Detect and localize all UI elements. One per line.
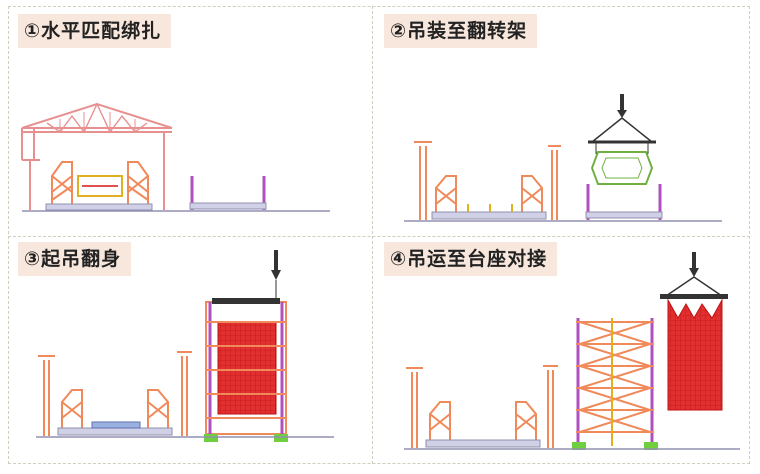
pedestal: [432, 212, 546, 219]
step-1-label: ①水平匹配绑扎: [18, 14, 171, 48]
panel-4-transport-and-dock: [404, 252, 740, 450]
rebar-cage-lifted: [592, 152, 652, 184]
turnover-frame-right: [516, 402, 536, 446]
rebar-cage-hanging: [668, 300, 722, 410]
column-right: [543, 366, 558, 448]
step-2-label: ②吊装至翻转架: [384, 14, 537, 48]
column-left: [414, 142, 432, 220]
pedestal: [46, 204, 152, 210]
column-left: [38, 356, 55, 436]
docking-tower: [572, 318, 658, 450]
turnover-frame-left: [62, 390, 82, 434]
turnover-frame-left: [430, 402, 450, 446]
crane-hook: [660, 252, 728, 299]
turnover-frame-right: [128, 162, 148, 208]
column-right: [177, 352, 192, 436]
turning-tower: [204, 298, 288, 442]
panel-2-lift-to-turnover: [404, 94, 722, 221]
rebar-cage-horizontal: [78, 176, 122, 196]
panel-3-lift-and-turn: [36, 250, 334, 442]
crane-hook: [588, 94, 656, 154]
turnover-frame-right: [148, 390, 168, 434]
stand-with-posts: [586, 184, 662, 220]
stand-with-posts: [190, 176, 266, 210]
column-left: [406, 368, 423, 448]
pedestal: [426, 440, 540, 447]
crane-hook: [271, 250, 281, 298]
column-right: [548, 146, 561, 220]
truss-gantry: [22, 104, 172, 210]
turnover-frame-left: [52, 162, 72, 208]
step-4-label: ④吊运至台座对接: [384, 242, 557, 276]
panel-1-horizontal-binding: [22, 104, 330, 211]
step-3-label: ③起吊翻身: [18, 242, 131, 276]
pedestal: [58, 428, 172, 435]
